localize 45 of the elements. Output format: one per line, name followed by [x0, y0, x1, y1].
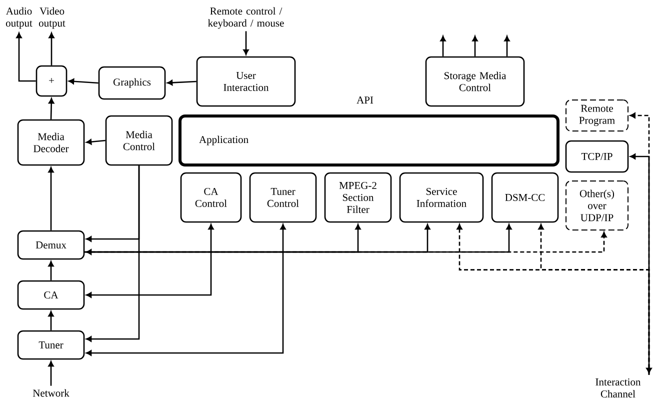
- arrow: [86, 224, 361, 255]
- process-box: User Interaction: [196, 56, 296, 107]
- process-box: Other(s) over UDP/IP: [566, 180, 628, 230]
- arrow: [84, 232, 607, 253]
- process-box: TCP/IP: [565, 140, 629, 173]
- arrow: [504, 36, 510, 56]
- arrow: [16, 32, 36, 82]
- arrow: [68, 78, 98, 84]
- process-box: CA Control: [180, 172, 242, 223]
- process-box: +: [36, 65, 68, 97]
- io-label: Audio output: [6, 7, 32, 29]
- arrow: [86, 224, 286, 356]
- process-box: DSM-CC: [491, 172, 559, 223]
- arrow: [48, 98, 54, 120]
- process-box: Service Information: [399, 172, 484, 223]
- io-label: Interaction Channel: [596, 378, 641, 398]
- layer-label: API: [356, 96, 374, 104]
- process-box: Tuner: [17, 330, 85, 360]
- arrow: [48, 167, 54, 230]
- io-label: Network: [32, 389, 70, 397]
- arrow: [86, 139, 106, 145]
- arrow: [86, 224, 214, 298]
- process-box: Graphics: [98, 66, 166, 100]
- process-box: Media Control: [105, 115, 173, 166]
- arrow: [243, 31, 249, 55]
- arrow: [48, 311, 54, 330]
- io-label: Remote control / keyboard / mouse: [208, 7, 284, 29]
- arrow: [630, 112, 650, 375]
- process-box: Media Decoder: [17, 119, 85, 166]
- process-box: Tuner Control: [249, 172, 317, 223]
- arrow: [167, 80, 196, 86]
- process-box: Remote Program: [566, 100, 628, 132]
- arrow: [48, 32, 54, 66]
- process-box: Storage Media Control: [425, 56, 525, 107]
- application-box: Application: [178, 114, 560, 166]
- arrow: [48, 261, 54, 280]
- process-box: CA: [17, 280, 85, 310]
- process-box: Demux: [17, 230, 85, 260]
- process-box: MPEG-2 Section Filter: [324, 172, 392, 223]
- arrow: [86, 166, 140, 342]
- arrow: [630, 154, 652, 374]
- arrow: [472, 36, 478, 56]
- arrow: [440, 36, 446, 56]
- io-label: Video output: [38, 7, 66, 29]
- arrow: [48, 361, 54, 386]
